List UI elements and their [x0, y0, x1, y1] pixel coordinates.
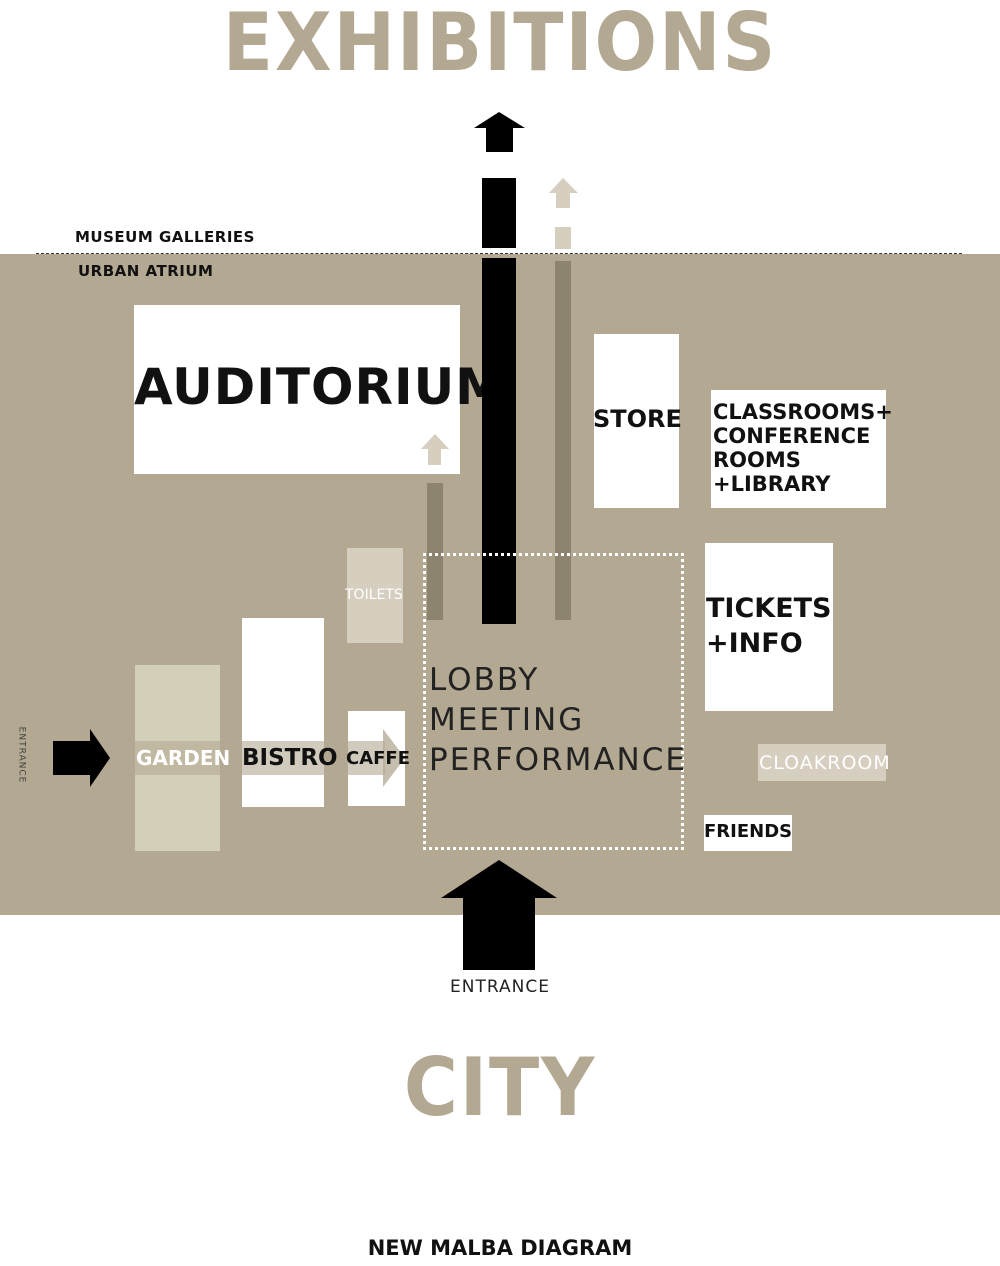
garden-label: GARDEN: [136, 746, 231, 770]
secondary-up-arrowhead: [549, 178, 578, 208]
title-exhibitions: EXHIBITIONS: [222, 0, 778, 89]
friends-label: FRIENDS: [704, 821, 793, 842]
secondary-up-shaft-lower: [555, 261, 571, 620]
auditorium-label: AUDITORIUM: [134, 358, 506, 416]
auditorium-box: [134, 305, 460, 474]
main-up-shaft-upper: [482, 178, 516, 248]
classrooms-label-2: CONFERENCE: [713, 424, 871, 448]
label-urban-atrium: URBAN ATRIUM: [78, 262, 214, 280]
toilets-box: [347, 548, 403, 643]
tickets-label-1: TICKETS: [706, 593, 832, 624]
side-entrance-arrow: [53, 729, 110, 787]
label-museum-galleries: MUSEUM GALLERIES: [75, 228, 255, 246]
bistro-label: BISTRO: [242, 745, 338, 771]
caffe-label: CAFFE: [346, 748, 411, 769]
classrooms-box: [711, 390, 886, 508]
store-label: STORE: [593, 405, 682, 433]
horizontal-flow-arrowhead: [383, 729, 405, 787]
lobby-label-3: PERFORMANCE: [429, 742, 687, 778]
auditorium-up-arrowhead: [421, 434, 449, 465]
diagram-caption: NEW MALBA DIAGRAM: [367, 1236, 633, 1260]
main-up-arrowhead: [474, 112, 525, 152]
level-divider-line: [36, 253, 962, 254]
lobby-label-1: LOBBY: [429, 662, 540, 698]
tickets-box: [705, 543, 833, 711]
friends-box: [704, 815, 792, 851]
classrooms-label-1: CLASSROOMS+: [713, 400, 893, 424]
store-box: [594, 334, 679, 508]
lobby-area-outline: [423, 553, 684, 850]
bistro-box: [242, 618, 324, 807]
main-entrance-label: ENTRANCE: [450, 977, 550, 997]
cloakroom-box: [758, 744, 886, 781]
main-entrance-arrow: [441, 860, 557, 970]
secondary-up-shaft-upper: [555, 227, 571, 249]
classrooms-label-4: +LIBRARY: [713, 472, 831, 496]
side-entrance-label: ENTRANCE: [16, 726, 27, 784]
cloakroom-label: CLOAKROOM: [759, 752, 891, 774]
lobby-label-2: MEETING: [429, 702, 585, 738]
title-city: CITY: [403, 1041, 597, 1134]
auditorium-up-shaft: [427, 483, 443, 620]
toilets-label: TOILETS: [345, 587, 403, 603]
horizontal-flow-shaft: [135, 741, 385, 775]
main-up-shaft-lower: [482, 258, 516, 624]
tickets-label-2: +INFO: [706, 628, 803, 659]
classrooms-label-3: ROOMS: [713, 448, 801, 472]
